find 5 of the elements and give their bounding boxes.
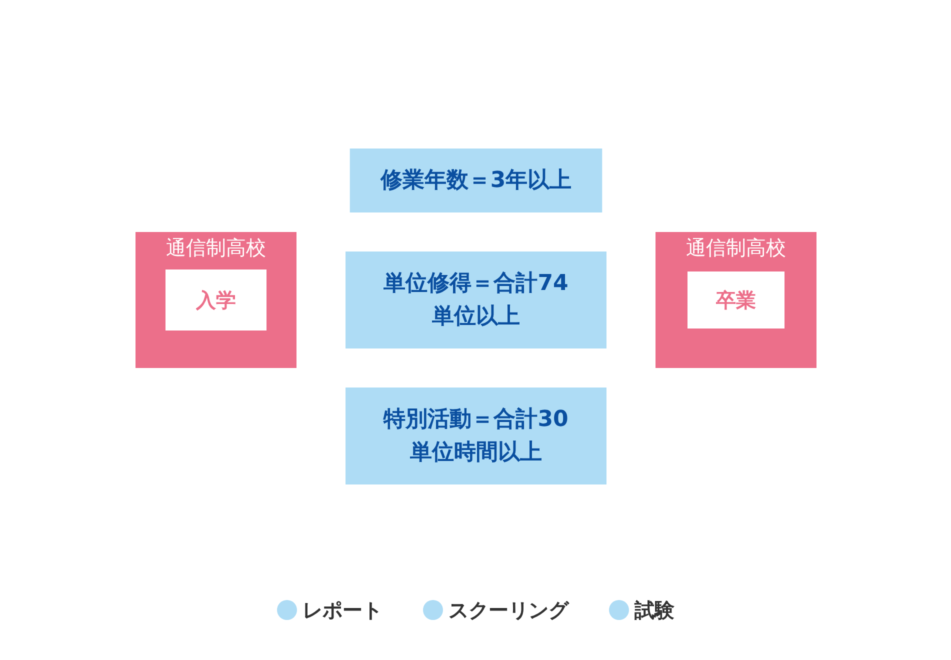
bullet-label: 試験 (634, 596, 674, 624)
node-box: 特別活動＝合計30単位時間以上 (345, 388, 606, 484)
bullet-label: レポート (302, 596, 382, 624)
bullet-label: スクーリング (448, 596, 568, 624)
node-box: 単位修得＝合計74単位以上 (345, 252, 606, 348)
